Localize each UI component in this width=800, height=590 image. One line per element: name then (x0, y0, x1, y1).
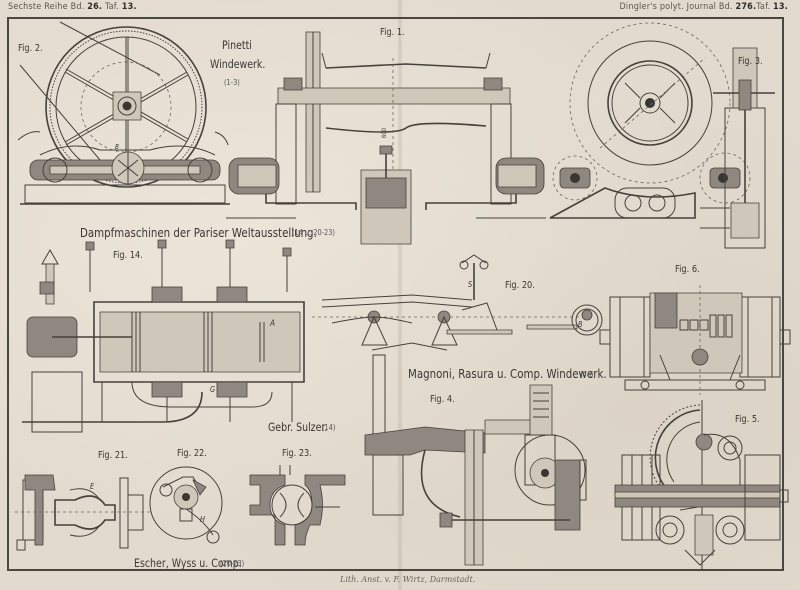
fig3-side-view-drawing (545, 28, 775, 253)
fig20-label: Fig. 20. (505, 280, 535, 291)
series-volume: 26. (87, 2, 103, 12)
fig1-drum-section-drawing: 600 (226, 28, 546, 248)
series-prefix: Sechste Reihe Bd. (8, 2, 85, 12)
sulzer-ref: (14) (322, 423, 336, 432)
fig2-part-b: B (115, 143, 119, 151)
magnoni-ref: (4-6) (580, 370, 596, 379)
plate-number: 13. (121, 2, 137, 12)
fig4-label: Fig. 4. (430, 394, 455, 405)
journal-header: Dingler's polyt. Journal Bd. 276.Taf. 13… (620, 2, 789, 12)
fig20-valve-gear-drawing (312, 255, 602, 355)
fig2-gear-winch-drawing (10, 20, 230, 210)
fig20-part-s: S (468, 280, 473, 289)
fig1-dimension-600: 600 (382, 127, 388, 138)
sulzer-title: Gebr. Sulzer. (268, 420, 328, 434)
journal-plate-number: 13. (773, 2, 788, 12)
escher-wyss-title: Escher, Wyss u. Comp. (134, 556, 242, 570)
fig1-label: Fig. 1. (380, 27, 405, 38)
pinetti-title: Pinetti (222, 38, 252, 52)
escher-wyss-ref: (20-23) (220, 559, 245, 568)
fig5-front-view-drawing (600, 400, 790, 570)
fig22-valve-disc-drawing (148, 465, 228, 545)
journal-plate-label: Taf. (756, 2, 771, 12)
fig6-plan-view-drawing (600, 285, 790, 395)
fig20-part-b: B (578, 320, 583, 329)
fig5-label: Fig. 5. (735, 414, 760, 425)
plate-label: Taf. (104, 2, 119, 12)
journal-prefix: Dingler's polyt. Journal Bd. (619, 2, 733, 12)
fig14-steam-cylinder-drawing (12, 232, 312, 432)
fig23-label: Fig. 23. (282, 448, 312, 459)
dampfmaschinen-ref: (14 u. 20-23) (292, 228, 335, 237)
plate-border (7, 17, 784, 571)
fig21-part-e: E (90, 482, 95, 491)
fig14-part-a: A (270, 319, 276, 329)
series-header: Sechste Reihe Bd. 26. Taf. 13. (8, 2, 137, 12)
fig14-part-g: G (210, 385, 216, 394)
fig14-label: Fig. 14. (113, 250, 143, 261)
fig4-winch-section-drawing (355, 355, 600, 570)
fig6-label: Fig. 6. (675, 264, 700, 275)
fig22-part-h: H (200, 515, 205, 524)
journal-volume: 276. (735, 2, 757, 12)
fig3-label: Fig. 3. (738, 56, 763, 67)
pinetti-subtitle: Windewerk. (210, 57, 266, 71)
page-fold (397, 0, 403, 590)
fig21-label: Fig. 21. (98, 450, 128, 461)
fig22-label: Fig. 22. (177, 448, 207, 459)
magnoni-title: Magnoni, Rasura u. Comp. Windewerk. (408, 366, 607, 381)
pinetti-ref: (1-3) (224, 78, 240, 87)
fig2-label: Fig. 2. (18, 43, 43, 54)
fig23-valve-section-drawing (250, 465, 345, 545)
dampfmaschinen-title: Dampfmaschinen der Pariser Weltausstellu… (80, 225, 317, 240)
lithographer-credit: Lith. Anst. v. F. Wirtz, Darmstadt. (340, 575, 476, 584)
fig21-eccentric-drawing (15, 470, 150, 550)
